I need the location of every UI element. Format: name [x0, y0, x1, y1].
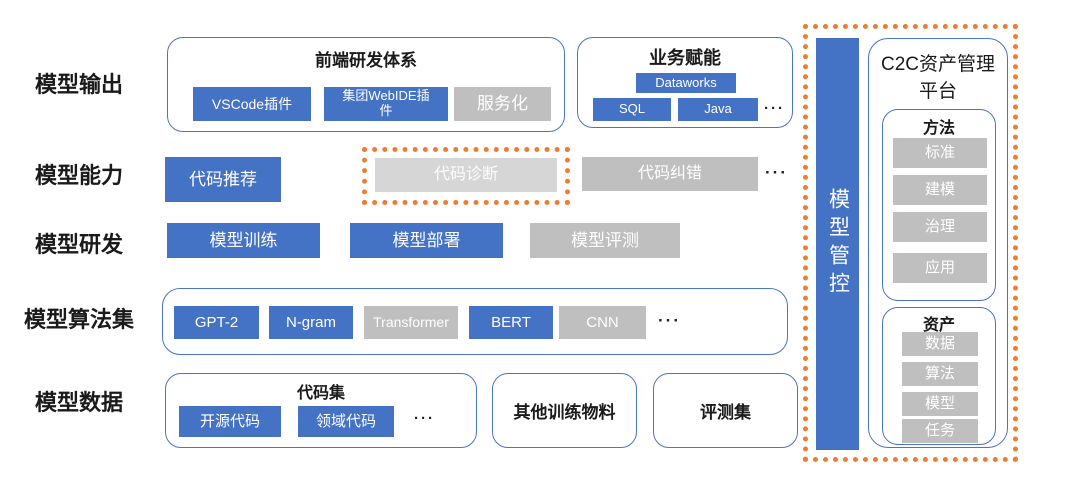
- chip-task: 任务: [902, 419, 978, 443]
- chip-standard: 标准: [893, 138, 987, 168]
- highlight-code-diagnosis: [362, 147, 570, 205]
- chip-application: 应用: [893, 253, 987, 283]
- bar-model-governance: 模型管控: [816, 38, 859, 450]
- chip-model: 模型: [902, 392, 978, 416]
- business-enablement-title: 业务赋能: [649, 48, 721, 68]
- group-model-algorithms: GPT-2 N-gram Transformer BERT CNN ···: [162, 288, 788, 355]
- chip-modeling: 建模: [893, 175, 987, 205]
- box-evaluation-set: 评测集: [653, 373, 798, 448]
- code-dataset-title: 代码集: [296, 385, 345, 402]
- chip-dataworks: Dataworks: [636, 73, 736, 93]
- chip-transformer: Transformer: [364, 306, 458, 339]
- group-business-enablement: 业务赋能 Dataworks SQL Java ···: [577, 37, 793, 128]
- bar-model-governance-label: 模型管控: [826, 188, 850, 300]
- box-other-training-materials: 其他训练物料: [492, 373, 637, 448]
- row-label-model-data: 模型数据: [34, 390, 123, 415]
- chip-cnn: CNN: [559, 306, 646, 339]
- ellipsis-code-dataset: ···: [414, 410, 435, 427]
- ellipsis-algorithms: ···: [658, 311, 681, 330]
- chip-group-webide-plugin-label: 集团WebIDE插件: [342, 88, 430, 118]
- chip-java: Java: [678, 98, 758, 121]
- chip-code-diagnosis: 代码诊断: [375, 158, 557, 192]
- method-title: 方法: [922, 120, 955, 137]
- row-label-model-development: 模型研发: [34, 232, 123, 257]
- highlight-governance: [803, 24, 1018, 462]
- c2c-platform-title-text: C2C资产管理平台: [880, 54, 995, 102]
- row-label-model-output: 模型输出: [34, 72, 123, 97]
- group-code-dataset: 代码集 开源代码 领域代码 ···: [165, 373, 477, 448]
- chip-algorithm: 算法: [902, 362, 978, 386]
- chip-servicization: 服务化: [454, 87, 551, 121]
- ellipsis-business: ···: [764, 100, 785, 117]
- chip-governance: 治理: [893, 212, 987, 242]
- chip-code-correction: 代码纠错: [582, 157, 758, 191]
- chip-model-evaluation: 模型评测: [530, 223, 680, 258]
- chip-code-recommendation: 代码推荐: [165, 157, 281, 202]
- group-asset: 资产 数据 算法 模型 任务: [882, 307, 996, 445]
- group-method: 方法 标准 建模 治理 应用: [882, 109, 996, 301]
- group-frontend-dev-system: 前端研发体系 VSCode插件 集团WebIDE插件 服务化: [167, 37, 565, 132]
- chip-vscode-plugin: VSCode插件: [193, 87, 311, 121]
- row-label-model-capability: 模型能力: [34, 163, 123, 188]
- chip-domain-code: 领域代码: [298, 406, 394, 437]
- chip-sql: SQL: [593, 98, 671, 121]
- chip-group-webide-plugin: 集团WebIDE插件: [324, 87, 448, 121]
- chip-ngram: N-gram: [269, 306, 353, 339]
- chip-bert: BERT: [469, 306, 553, 339]
- chip-data: 数据: [902, 332, 978, 356]
- ellipsis-capability: ···: [765, 163, 788, 182]
- chip-open-source-code: 开源代码: [179, 406, 281, 437]
- group-c2c-platform: C2C资产管理平台 方法 标准 建模 治理 应用 资产 数据 算法 模型 任务: [868, 38, 1008, 448]
- chip-model-training: 模型训练: [167, 223, 320, 258]
- row-label-model-algorithms: 模型算法集: [23, 307, 134, 332]
- chip-gpt2: GPT-2: [174, 306, 259, 339]
- c2c-platform-title: C2C资产管理平台: [869, 49, 1007, 103]
- frontend-dev-system-title: 前端研发体系: [315, 51, 417, 70]
- asset-title: 资产: [922, 317, 955, 334]
- chip-model-deployment: 模型部署: [350, 223, 503, 258]
